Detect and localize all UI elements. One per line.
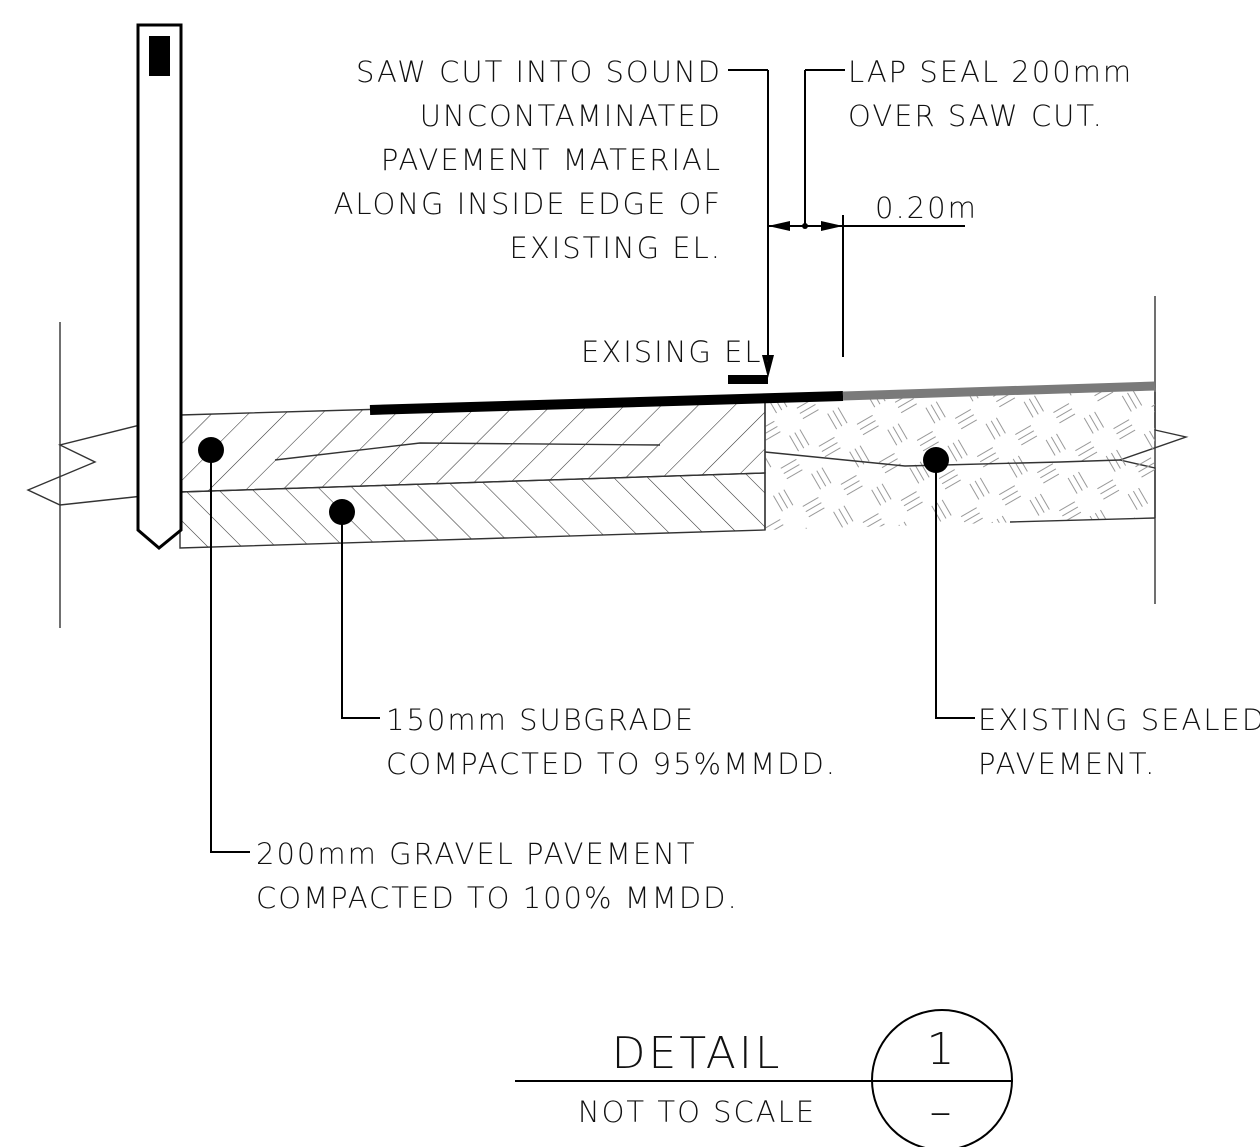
not-to-scale-label: NOT TO SCALE [578,1095,816,1129]
saw-cut-line-2: UNCONTAMINATED [420,99,722,133]
dimension-label: 0.20m [875,191,978,225]
sealed-line-1: EXISTING SEALED [978,703,1260,737]
existing-seal-line [842,381,1156,401]
gravel-line-2: COMPACTED TO 100% MMDD. [256,881,739,915]
left-break-line [26,322,181,628]
lap-seal-line-1: LAP SEAL 200mm [848,55,1133,89]
detail-title: DETAIL [612,1028,783,1079]
marker-post [136,23,183,550]
sealed-line-2: PAVEMENT. [978,747,1156,781]
gravel-line-1: 200mm GRAVEL PAVEMENT [256,837,697,871]
lap-seal-note: LAP SEAL 200mm OVER SAW CUT. [848,55,1133,133]
saw-cut-line-1: SAW CUT INTO SOUND [356,55,722,89]
lap-seal-line-2: OVER SAW CUT. [848,99,1104,133]
existing-el-marker [728,70,774,384]
subgrade-line-2: COMPACTED TO 95%MMDD. [386,747,837,781]
title-block: DETAIL NOT TO SCALE 1 – [515,1009,1013,1147]
detail-number: 1 [927,1024,958,1075]
existing-el-label: EXISING EL. [581,335,774,369]
saw-cut-line-3: PAVEMENT MATERIAL [381,143,722,177]
gravel-callout [198,437,250,853]
subgrade-line-1: 150mm SUBGRADE [386,703,695,737]
gravel-note: 200mm GRAVEL PAVEMENT COMPACTED TO 100% … [256,837,739,915]
existing-sealed-pavement-layer [765,386,1155,530]
sealed-pavement-callout [923,447,975,719]
sealed-pavement-note: EXISTING SEALED PAVEMENT. [978,703,1260,781]
saw-cut-line-4: ALONG INSIDE EDGE OF [334,187,722,221]
sheet-reference: – [930,1086,955,1137]
dimension-0-20m [768,215,965,357]
subgrade-callout [329,499,380,719]
saw-cut-note: SAW CUT INTO SOUND UNCONTAMINATED PAVEME… [334,55,723,265]
subgrade-note: 150mm SUBGRADE COMPACTED TO 95%MMDD. [386,703,837,781]
lap-seal-line [369,391,844,415]
lap-seal-leader [802,69,845,229]
saw-cut-line-5: EXISTING EL. [510,231,723,265]
